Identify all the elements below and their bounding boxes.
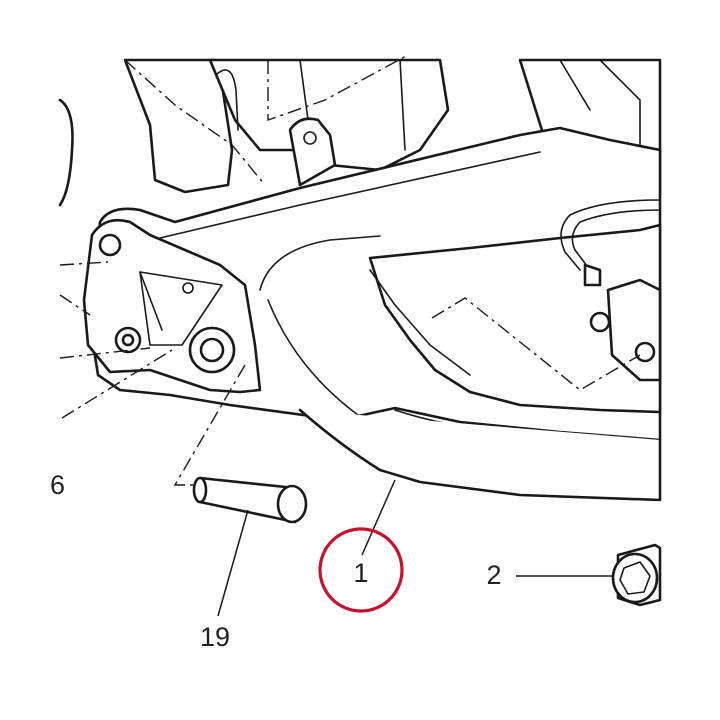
callout-1-label: 1 — [353, 558, 368, 588]
alignment-lines — [59, 54, 641, 486]
bolt-part-2 — [611, 543, 662, 607]
sensor-cable-assembly — [560, 199, 662, 382]
callout-6-partial-label: 6 — [50, 470, 65, 500]
pivot-lug — [82, 218, 262, 394]
leader-lines — [217, 479, 612, 617]
callout-19-label: 19 — [200, 622, 230, 652]
upper-frame-bracket — [123, 58, 450, 194]
upper-clevis — [288, 117, 337, 187]
callout-2-label: 2 — [486, 560, 501, 590]
callout-1-highlight-ring — [318, 527, 404, 613]
left-edge-bracket — [58, 98, 74, 207]
pin-part-19 — [192, 476, 308, 524]
